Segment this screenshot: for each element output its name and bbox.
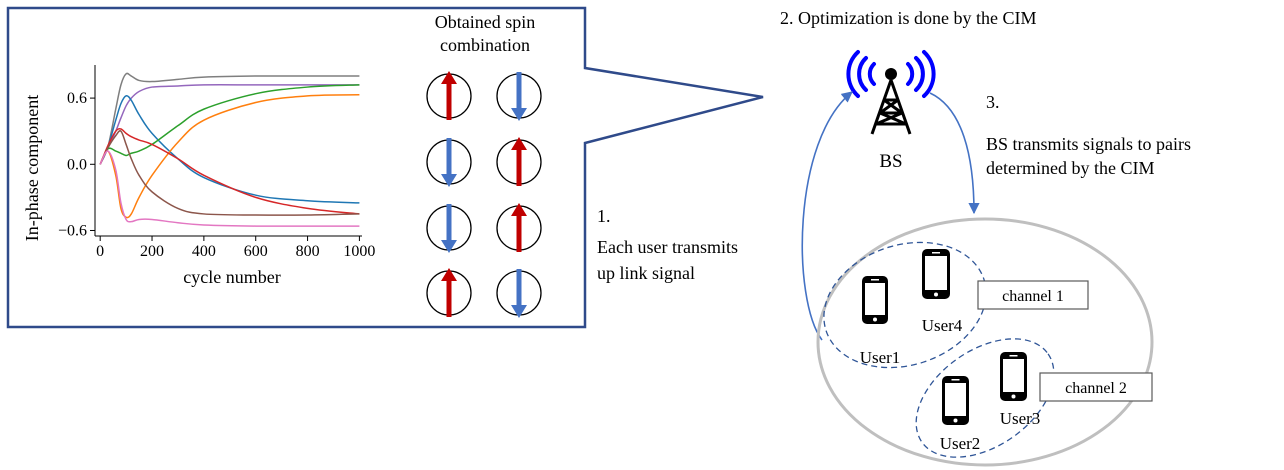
x-tick-label: 1000 [343,243,375,260]
x-tick-label: 200 [140,243,164,260]
convergence-chart: In-phase component 0 200 400 600 800 1000 −0.6… [22,65,375,287]
step2-text: 2. Optimization is done by the CIM [780,8,1036,28]
channel2-label: channel 2 [1065,380,1127,397]
step3-line2: determined by the CIM [986,158,1154,178]
spin-down-cell [496,72,542,121]
series-layer [99,72,360,227]
user4-label: User4 [922,316,963,335]
spin-down-cell [426,138,472,187]
arrow-down-icon [441,204,457,253]
smartphone-icon [922,249,950,299]
x-tick-label: 800 [296,243,320,260]
spin-grid [426,71,542,318]
smartphone-icon [862,276,888,324]
arrow-down-icon [511,269,527,318]
spin-title-line1: Obtained spin [435,12,536,32]
callout-frame [6,6,764,329]
spin-title-line2: combination [440,35,530,55]
series-line [99,84,360,165]
smartphone-icon [1000,352,1027,401]
spin-up-cell [496,203,542,252]
cluster-channel1 [823,241,987,369]
x-tick-label: 0 [96,243,104,260]
arrow-down-icon [511,72,527,121]
step3-line1: BS transmits signals to pairs [986,134,1191,154]
step1-line1: Each user transmits [597,237,738,257]
series-line [99,95,360,204]
spin-down-cell [496,269,542,318]
channel1-box: channel 1 [977,280,1089,310]
cell-tower-icon [846,50,936,135]
cluster-channel2 [915,338,1055,458]
x-tick-label: 400 [192,243,216,260]
y-tick-label: 0.6 [67,90,87,107]
bs-label: BS [879,151,902,172]
user3-label: User3 [1000,409,1041,428]
arrow-up-icon [441,71,457,120]
arrow-down-icon [441,138,457,187]
series-line [99,130,360,216]
series-line [99,72,360,165]
spin-up-cell [426,268,472,317]
x-tick-label: 600 [244,243,268,260]
arrow-up-icon [441,268,457,317]
downlink-arrow [929,92,980,215]
uplink-arrow [801,91,853,341]
channel1-label: channel 1 [1002,288,1064,305]
cell-area [816,217,1154,467]
spin-up-cell [496,137,542,186]
spin-panel: Obtained spin combination [426,12,542,318]
arrow-up-icon [511,137,527,186]
y-tick-label: 0.0 [67,156,87,173]
step1-line2: up link signal [597,263,695,283]
series-line [99,150,360,227]
ticks-layer: 0 200 400 600 800 1000 −0.6 0.0 0.6 [58,90,375,260]
step1-number: 1. [597,206,611,226]
x-axis-label: cycle number [183,267,280,287]
spin-up-cell [426,71,472,120]
y-axis-label: In-phase component [22,95,42,241]
y-tick-label: −0.6 [58,222,87,239]
user2-label: User2 [940,434,981,453]
arrow-up-icon [511,203,527,252]
spin-down-cell [426,204,472,253]
user1-label: User1 [860,348,901,367]
series-line [99,128,360,215]
channel2-box: channel 2 [1039,372,1153,402]
series-line [99,94,360,219]
smartphone-icon [942,376,969,425]
step3-number: 3. [986,92,1000,112]
